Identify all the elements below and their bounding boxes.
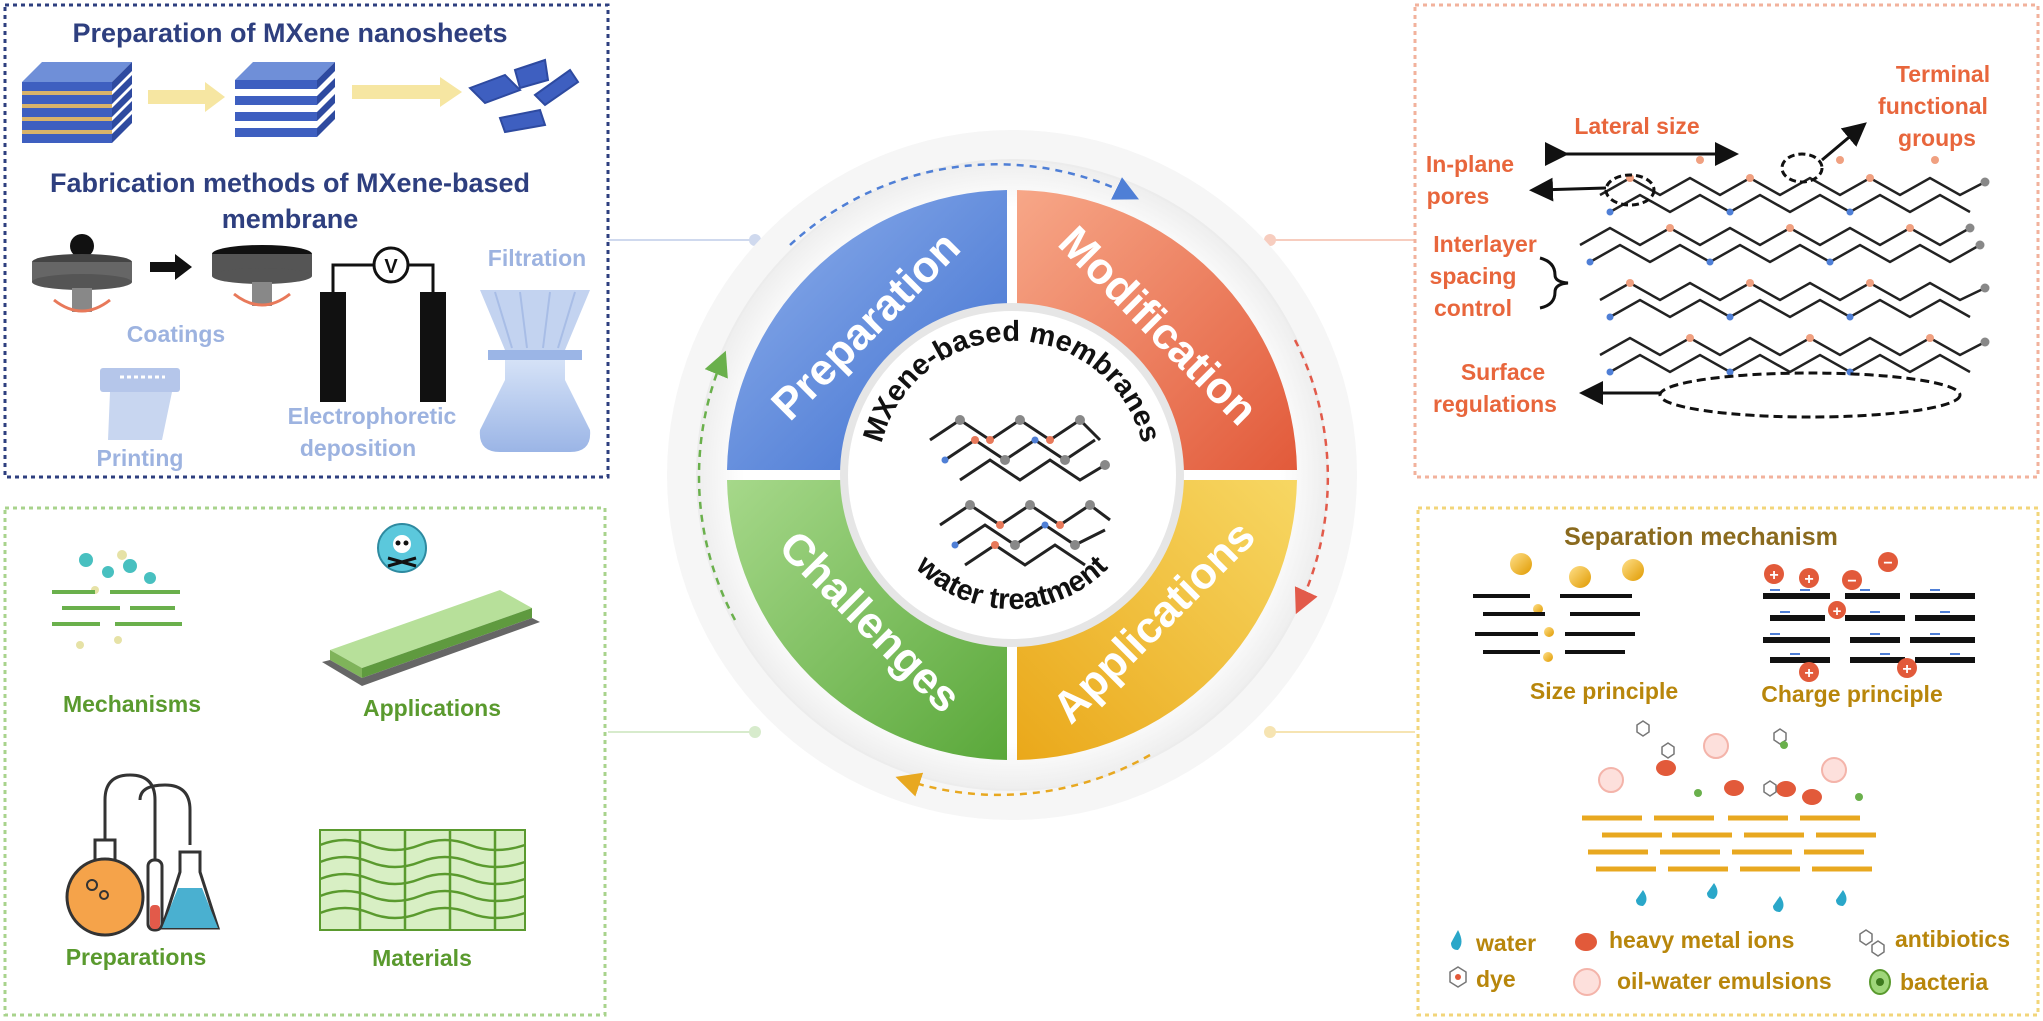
heavy-metal-icon [1575, 933, 1597, 951]
svg-text:+: + [1769, 567, 1778, 584]
label-coatings: Coatings [127, 321, 225, 347]
svg-text:+: + [1902, 661, 1911, 678]
center-cycle: Preparation Modification Applications Ch… [667, 130, 1357, 820]
cation-icon: + + + + + [1764, 564, 1917, 682]
heading-fabrication-line2: membrane [222, 204, 359, 234]
terminal-group-marker [1780, 152, 1824, 184]
legend-antibiotics: antibiotics [1895, 926, 2010, 952]
filtration-funnel-icon [479, 290, 591, 452]
label-interlayer-line3: control [1434, 295, 1512, 321]
legend-dye: dye [1476, 966, 1516, 992]
label-electrophoretic-line1: Electrophoretic [288, 403, 457, 429]
mxene-etched-stack-icon [235, 62, 335, 137]
heading-mxene-nanosheets: Preparation of MXene nanosheets [72, 18, 507, 48]
cycle-arrow-red [1293, 339, 1330, 615]
inplane-pore-marker [1604, 173, 1656, 207]
label-interlayer-line2: spacing [1430, 263, 1517, 289]
label-applications-challenge: Applications [363, 695, 501, 721]
legend-emulsions: oil-water emulsions [1617, 968, 1832, 994]
voltmeter-icon [372, 246, 410, 284]
label-surface-line1: Surface [1461, 359, 1545, 385]
bacteria-icon [1869, 969, 1891, 995]
label-preparations: Preparations [66, 944, 207, 970]
svg-text:+: + [1833, 603, 1842, 620]
label-charge-principle: Charge principle [1761, 681, 1942, 707]
cycle-arrow-blue [789, 163, 1139, 246]
antibiotics-icon [1859, 929, 1885, 957]
legend-bacteria: bacteria [1900, 969, 1988, 995]
center-mxene-lattice-icon [929, 415, 1111, 567]
mxene-stack-icon [22, 62, 132, 143]
size-principle-icon [1473, 553, 1644, 662]
label-size-principle: Size principle [1530, 678, 1678, 704]
terminal-group-arrow [1821, 122, 1867, 162]
inplane-pore-arrow [1529, 177, 1607, 202]
cycle-arrow-green [697, 350, 737, 621]
segment-applications[interactable] [1017, 480, 1297, 760]
svg-text:−: − [1883, 555, 1892, 572]
label-terminal-line1: Terminal [1896, 61, 1990, 87]
label-inplane-line1: In-plane [1426, 151, 1514, 177]
legend-heavy-metal: heavy metal ions [1609, 927, 1794, 953]
layered-materials-icon [319, 829, 526, 931]
mechanisms-icon [52, 550, 182, 649]
emulsion-icon [1573, 968, 1601, 996]
segment-modification[interactable] [1017, 190, 1297, 470]
label-inplane-line2: pores [1427, 183, 1490, 209]
printer-icon [100, 368, 180, 440]
mxene-layers-lattice [1579, 156, 1990, 376]
pollutant-filtration-scene [1582, 720, 1876, 912]
heading-separation-mechanism: Separation mechanism [1564, 523, 1838, 551]
connector-lines [608, 234, 1415, 738]
panel-challenges: Mechanisms Applications Pre [3, 506, 607, 1017]
label-surface-line2: regulations [1433, 391, 1557, 417]
heading-fabrication-line1: Fabrication methods of MXene-based [50, 168, 530, 198]
spin-coater-coated-icon [212, 245, 312, 307]
arrow-right-icon-2 [352, 77, 462, 107]
charge-principle-icon: + + + + + − − [1763, 552, 1975, 682]
svg-text:+: + [1804, 665, 1813, 682]
label-terminal-line2: functional [1878, 93, 1988, 119]
label-materials: Materials [372, 945, 472, 971]
label-terminal-line3: groups [1898, 125, 1976, 151]
mxene-nanosheets-icon [468, 58, 580, 134]
water-drop-icon [1451, 930, 1462, 950]
arrow-right-icon [148, 82, 225, 112]
panel-applications: Separation mechanism Size principle [1416, 506, 2040, 1017]
segment-challenges[interactable] [727, 480, 1007, 760]
cycle-arrow-gold [895, 753, 1151, 797]
svg-text:−: − [1847, 573, 1856, 590]
legend-water: water [1475, 930, 1536, 956]
voltmeter-label: V [384, 256, 398, 278]
label-lateral-size: Lateral size [1574, 113, 1699, 139]
panel-challenges-border [3, 506, 607, 1017]
spin-coater-icon [32, 234, 132, 313]
arrow-right-black-icon [150, 254, 192, 280]
pollutant-legend: water heavy metal ions antibiotics dye o… [1449, 926, 2010, 996]
toxic-membrane-icon [322, 523, 540, 686]
label-interlayer-line1: Interlayer [1433, 231, 1537, 257]
surface-region-marker [1658, 371, 1962, 419]
svg-text:+: + [1804, 571, 1813, 588]
dye-icon [1449, 966, 1467, 988]
label-mechanisms: Mechanisms [63, 691, 201, 717]
panel-applications-border [1416, 506, 2040, 1017]
label-printing: Printing [97, 445, 184, 471]
anion-icon: − − [1842, 552, 1898, 590]
panel-modification: Lateral size In-plane pores Terminal fun… [1413, 3, 2040, 479]
lab-glassware-icon [65, 773, 221, 937]
segment-preparation[interactable] [727, 190, 1007, 470]
label-filtration: Filtration [488, 245, 586, 271]
panel-preparation: Preparation of MXene nanosheets [3, 3, 610, 479]
label-electrophoretic-line2: deposition [300, 435, 416, 461]
electrophoretic-cell-icon: V [320, 246, 446, 402]
interlayer-brace [1539, 256, 1569, 310]
